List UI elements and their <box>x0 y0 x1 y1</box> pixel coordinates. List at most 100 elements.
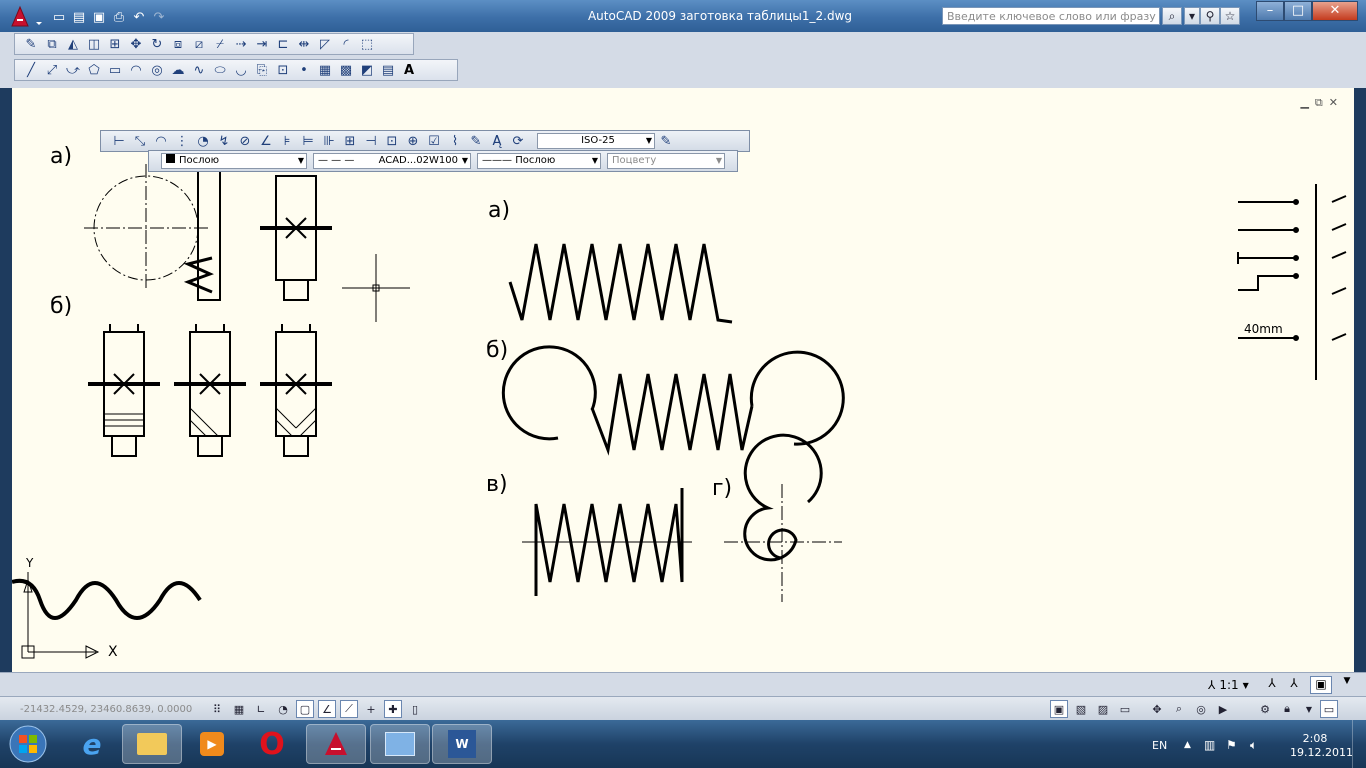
fillet-icon[interactable]: ◜ <box>343 36 349 52</box>
undo-icon[interactable]: ↶ <box>133 9 145 25</box>
auto-scale-icon[interactable]: ⅄ <box>1290 676 1298 690</box>
jogged-linear-icon[interactable]: ⌇ <box>451 133 459 149</box>
chamfer-icon[interactable]: ◸ <box>320 36 330 52</box>
join-icon[interactable]: ⇹ <box>298 36 310 52</box>
scale-icon[interactable]: ⧈ <box>173 36 183 52</box>
layout2-icon[interactable]: ▨ <box>1097 702 1109 716</box>
spline-icon[interactable]: ∿ <box>193 62 205 78</box>
save-icon[interactable]: ▣ <box>92 9 106 25</box>
print-icon[interactable]: ⎙ <box>113 9 125 25</box>
dim-style-select[interactable]: ISO-25▼ <box>537 133 655 149</box>
workspace-icon[interactable]: ▣ <box>1310 676 1332 694</box>
plot-style-select[interactable]: Поцвету▼ <box>607 153 725 169</box>
color-select[interactable]: Послою▼ <box>161 153 307 169</box>
continue-dim-icon[interactable]: ⊪ <box>323 133 335 149</box>
open-folder-icon[interactable]: ▤ <box>72 9 86 25</box>
line-icon[interactable]: ╱ <box>27 62 35 78</box>
dim-edit-icon[interactable]: ✎ <box>470 133 482 149</box>
radius-dim-icon[interactable]: ◔ <box>197 133 209 149</box>
dim-style-icon[interactable]: ✎ <box>660 133 672 149</box>
jogged-dim-icon[interactable]: ↯ <box>218 133 230 149</box>
taskbar-media-player[interactable]: ▶ <box>182 724 242 764</box>
minimize-button[interactable]: – <box>1256 1 1284 21</box>
dim-update-icon[interactable]: ⟳ <box>512 133 524 149</box>
drawing-minimize-icon[interactable]: ▁ <box>1300 96 1309 109</box>
taskbar-word[interactable]: W <box>432 724 492 764</box>
workspace-switching-icon[interactable]: ⚙ <box>1260 702 1270 716</box>
ellipse-icon[interactable]: ⬭ <box>214 62 226 78</box>
break-icon[interactable]: ⊏ <box>277 36 289 52</box>
rectangle-icon[interactable]: ▭ <box>108 62 122 78</box>
rotate-icon[interactable]: ↻ <box>151 36 163 52</box>
construction-line-icon[interactable]: ⤢ <box>46 62 58 78</box>
pan-icon[interactable]: ✥ <box>1152 702 1162 716</box>
dynamic-input-icon[interactable]: + <box>366 702 376 716</box>
snap-mode-icon[interactable]: ⠿ <box>212 702 222 716</box>
annotation-visibility-icon[interactable]: ⅄ <box>1268 676 1276 690</box>
showmotion-icon[interactable]: ▶ <box>1218 702 1228 716</box>
steering-wheel-icon[interactable]: ◎ <box>1196 702 1206 716</box>
polar-tracking-icon[interactable]: ◔ <box>278 702 288 716</box>
clean-screen-icon[interactable]: ▭ <box>1320 700 1338 718</box>
favorites-star-icon[interactable]: ☆ <box>1220 7 1240 25</box>
model-space-icon[interactable]: ▣ <box>1050 700 1068 718</box>
toolbar-lock-icon[interactable]: 🔒︎ <box>1284 702 1290 715</box>
move-icon[interactable]: ✥ <box>130 36 142 52</box>
object-snap-tracking-icon[interactable]: ∠ <box>318 700 336 718</box>
diameter-dim-icon[interactable]: ⊘ <box>239 133 251 149</box>
trim-icon[interactable]: ⌿ <box>216 36 224 52</box>
dim-text-edit-icon[interactable]: Ą <box>492 133 502 149</box>
angular-dim-icon[interactable]: ∠ <box>260 133 272 149</box>
taskbar-explorer[interactable] <box>122 724 182 764</box>
new-file-icon[interactable]: ▭ <box>52 9 66 25</box>
aligned-dim-icon[interactable]: ⤡ <box>134 133 146 149</box>
grid-display-icon[interactable]: ▦ <box>233 702 245 716</box>
maximize-button[interactable]: □ <box>1284 1 1312 21</box>
redo-icon[interactable]: ↷ <box>153 9 165 25</box>
ellipse-arc-icon[interactable]: ◡ <box>235 62 247 78</box>
layout1-icon[interactable]: ▧ <box>1075 702 1087 716</box>
start-button[interactable] <box>6 723 50 765</box>
revision-cloud-icon[interactable]: ☁ <box>171 62 185 78</box>
ordinate-dim-icon[interactable]: ⋮ <box>175 133 189 149</box>
show-desktop-button[interactable] <box>1352 720 1366 768</box>
center-mark-icon[interactable]: ⊕ <box>407 133 419 149</box>
show-hidden-icons[interactable]: ▲ <box>1184 740 1191 750</box>
tolerance-icon[interactable]: ⊡ <box>386 133 398 149</box>
taskbar-opera[interactable]: O <box>242 724 302 764</box>
erase-icon[interactable]: ✎ <box>25 36 37 52</box>
application-menu-button[interactable] <box>6 4 44 30</box>
quick-dim-icon[interactable]: ⊧ <box>283 133 291 149</box>
linetype-select[interactable]: — — —ACAD...02W100▼ <box>313 153 471 169</box>
taskbar-autocad[interactable] <box>306 724 366 764</box>
array-icon[interactable]: ⊞ <box>109 36 121 52</box>
drawing-canvas[interactable]: ▁ ⧉ ✕ <box>12 88 1354 672</box>
make-block-icon[interactable]: ⊡ <box>277 62 289 78</box>
search-input[interactable]: Введите ключевое слово или фразу <box>942 7 1160 25</box>
annotation-scale-control[interactable]: ⅄ 1:1 ▼ <box>1208 676 1249 694</box>
inspection-icon[interactable]: ☑ <box>428 133 440 149</box>
lineweight-display-icon[interactable]: ✚ <box>384 700 402 718</box>
network-icon[interactable]: ▥ <box>1204 738 1216 752</box>
multiline-text-icon[interactable]: A <box>403 62 415 78</box>
action-center-icon[interactable]: ⚑ <box>1226 738 1237 752</box>
system-clock[interactable]: 2:08 19.12.2011 <box>1290 732 1353 760</box>
stretch-icon[interactable]: ⧄ <box>194 36 204 52</box>
break-point-icon[interactable]: ⇥ <box>256 36 268 52</box>
dim-break-icon[interactable]: ⊣ <box>365 133 377 149</box>
close-button[interactable]: ✕ <box>1312 1 1358 21</box>
lineweight-select[interactable]: ——— Послою▼ <box>477 153 601 169</box>
taskbar-internet-explorer[interactable]: e <box>62 724 122 764</box>
search-icon[interactable]: ⌕ <box>1162 7 1182 25</box>
point-icon[interactable]: • <box>300 62 308 78</box>
taskbar-control-panel[interactable] <box>370 724 430 764</box>
table-icon[interactable]: ▤ <box>381 62 395 78</box>
ortho-mode-icon[interactable]: ∟ <box>256 702 266 716</box>
circle-icon[interactable]: ◎ <box>151 62 163 78</box>
baseline-dim-icon[interactable]: ⊨ <box>302 133 314 149</box>
quick-view-layouts-icon[interactable]: ▭ <box>1119 702 1131 716</box>
language-indicator[interactable]: EN <box>1152 739 1168 752</box>
explode-icon[interactable]: ⬚ <box>360 36 374 52</box>
drawing-restore-icon[interactable]: ⧉ <box>1314 96 1323 109</box>
mirror-icon[interactable]: ◭ <box>68 36 78 52</box>
